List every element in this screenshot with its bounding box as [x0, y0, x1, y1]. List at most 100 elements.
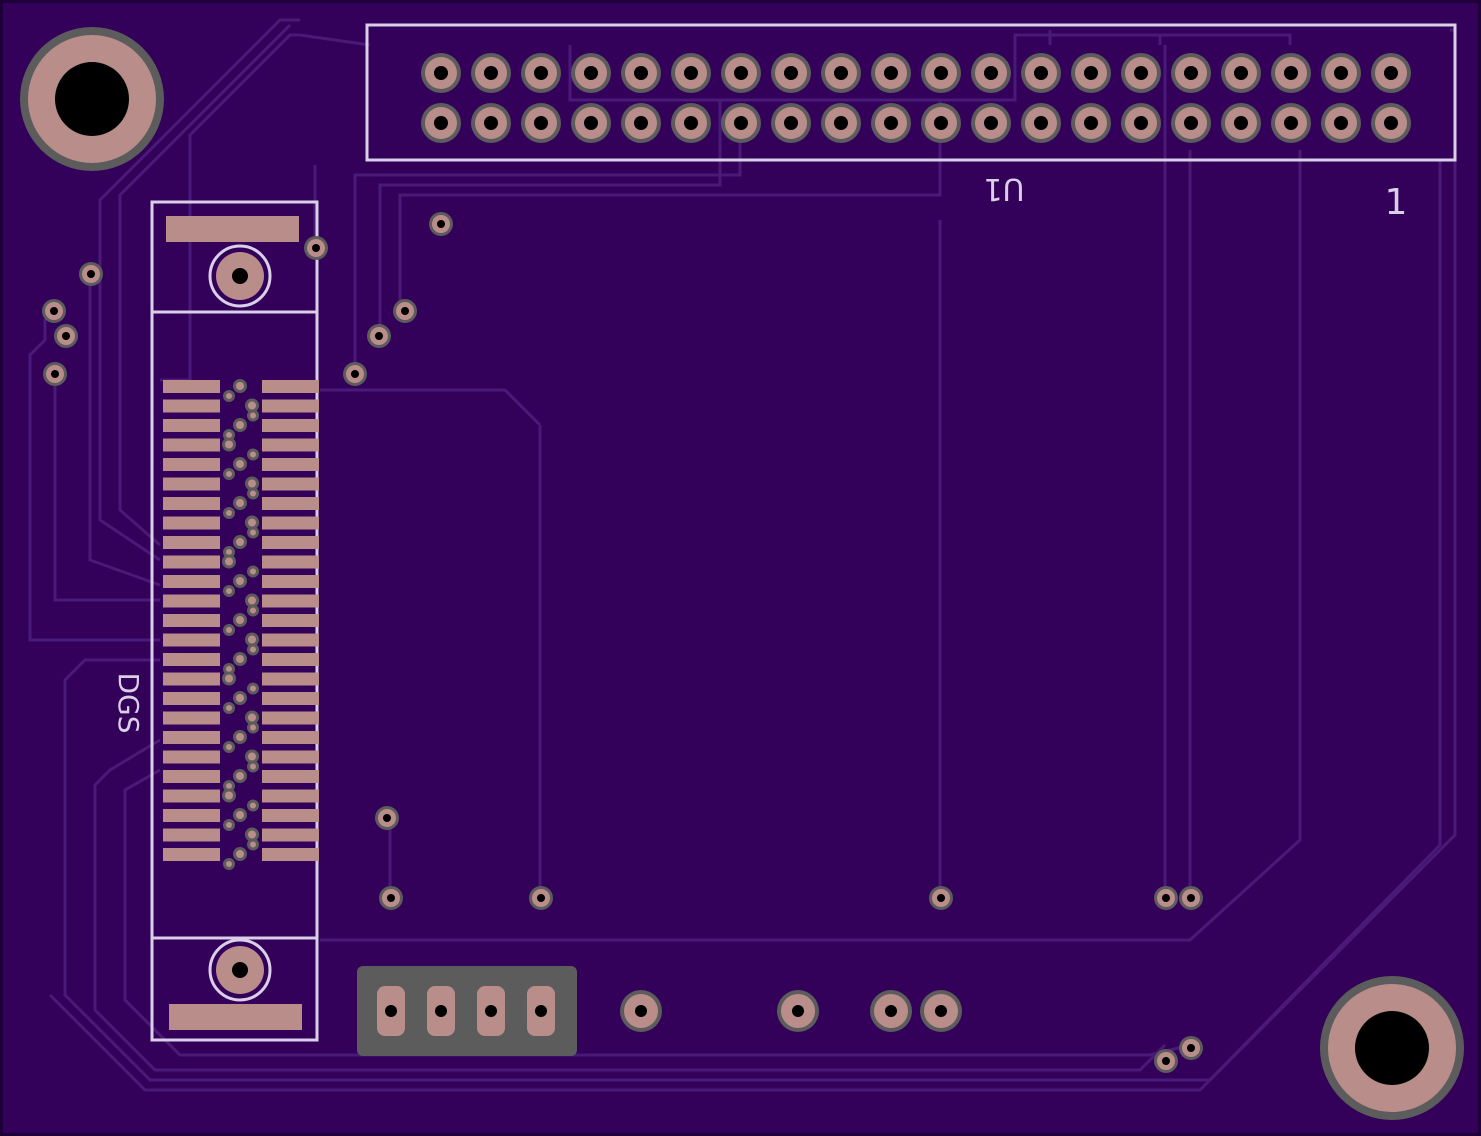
edge-pad-left [163, 516, 220, 530]
edge-pad-left [163, 614, 220, 627]
vias [42, 212, 1203, 1073]
edge-via [236, 850, 244, 858]
edge-via [226, 744, 232, 750]
trace-13 [98, 18, 300, 562]
edge-pad-right [262, 614, 319, 627]
header-pin-drill [434, 66, 448, 80]
jumper-pin-drill [485, 1005, 497, 1017]
edge-via [248, 635, 256, 644]
header-pin-drill [1084, 116, 1098, 130]
via-drill [387, 894, 395, 902]
edge-pad-left [163, 692, 220, 705]
edge-via [226, 705, 232, 711]
through-hole-drill [635, 1005, 647, 1017]
via-drill [383, 814, 391, 822]
trace-17 [53, 375, 160, 602]
edge-via [236, 616, 244, 624]
header-pin-drill [434, 116, 448, 130]
mounting-hole-drill [55, 62, 129, 136]
header-pin-drill [934, 66, 948, 80]
header-pin-drill [1134, 116, 1148, 130]
via-drill [1187, 1044, 1195, 1052]
via-drill [312, 244, 320, 252]
edge-pad-right [262, 497, 319, 510]
header-pin-drill [684, 66, 698, 80]
edge-pad-left [163, 828, 220, 842]
trace-2 [320, 150, 1302, 942]
header-pin-drill [734, 66, 748, 80]
header-pin-drill [1384, 116, 1398, 130]
edge-via [226, 393, 232, 399]
header-pin-drill [734, 116, 748, 130]
edge-pad-left [163, 419, 220, 432]
trace-12 [118, 23, 292, 547]
edge-pad-right [262, 594, 319, 608]
edge-via [250, 412, 256, 419]
edge-via [236, 694, 244, 702]
trace-15 [88, 275, 161, 587]
edge-pad-right [262, 438, 319, 452]
trace-9 [398, 100, 942, 310]
connector-post-drill [232, 268, 248, 284]
edge-pad-left [163, 438, 220, 452]
edge-pad-right [262, 750, 319, 764]
edge-via [236, 538, 244, 546]
edge-pad-right [262, 633, 319, 647]
trace-6 [320, 388, 542, 895]
edge-via [248, 713, 256, 722]
trace-0 [63, 150, 1457, 1082]
edge-via [236, 460, 244, 468]
through-hole-drill [885, 1005, 897, 1017]
edge-pad-right [262, 536, 319, 549]
edge-pad-left [163, 750, 220, 764]
via-drill [62, 332, 70, 340]
trace-21 [1048, 30, 1292, 45]
edge-via [250, 802, 256, 809]
edge-via [250, 568, 256, 575]
header-pin-drill [1234, 116, 1248, 130]
edge-pad-right [262, 380, 319, 393]
edge-pad-left [163, 399, 220, 413]
header-pin-drill [634, 66, 648, 80]
edge-via [225, 674, 233, 683]
edge-via [236, 733, 244, 741]
header-pin-drill [1184, 66, 1198, 80]
header-pin-drill [1284, 116, 1298, 130]
header-pin-drill [1184, 116, 1198, 130]
header-pin-drill [1234, 66, 1248, 80]
header-pin-drill [884, 116, 898, 130]
trace-10 [568, 33, 1162, 102]
jumper-pin-drill [435, 1005, 447, 1017]
edge-pad-right [262, 809, 319, 822]
header-pin-drill [784, 116, 798, 130]
edge-pad-right [262, 458, 319, 471]
connector-post-drill [232, 962, 248, 978]
header-pin-drill [584, 66, 598, 80]
edge-via [226, 822, 232, 828]
edge-pad-left [163, 789, 220, 803]
edge-pad-left [163, 458, 220, 471]
edge-pad-right [262, 848, 319, 861]
header-pin-drill [984, 116, 998, 130]
connector-tab-top [166, 216, 299, 242]
via-drill [1162, 1057, 1170, 1065]
header-pin-drill [684, 116, 698, 130]
edge-via [226, 549, 232, 555]
edge-via [225, 440, 233, 449]
edge-via [250, 763, 256, 770]
edge-pad-left [163, 672, 220, 686]
edge-via [236, 577, 244, 585]
edge-pad-right [262, 653, 319, 666]
connector-post-outline [208, 938, 272, 1002]
edge-pad-right [262, 399, 319, 413]
edge-via [236, 772, 244, 780]
header-pin-drill [1334, 116, 1348, 130]
via-drill [375, 332, 383, 340]
edge-pad-left [163, 731, 220, 744]
edge-pad-right [262, 672, 319, 686]
silkscreen: U1 1 DGS [112, 171, 1407, 734]
edge-pad-right [262, 575, 319, 588]
trace-7 [353, 120, 742, 370]
edge-via [250, 451, 256, 458]
